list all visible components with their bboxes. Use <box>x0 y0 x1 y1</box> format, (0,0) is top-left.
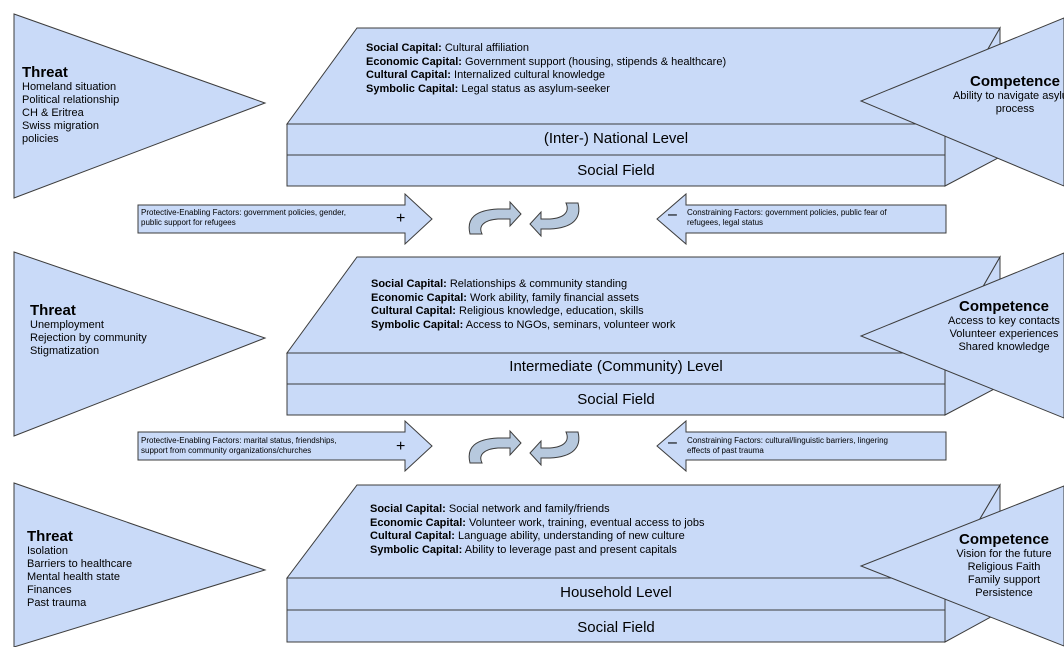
field-label: Social Field <box>577 619 655 636</box>
competence-item: Persistence <box>975 587 1033 599</box>
threat-title: Threat <box>27 528 73 545</box>
constraining-factors-2: Constraining Factors: cultural/linguisti… <box>687 436 888 455</box>
competence-box-1: Competence Ability to navigate asylum pr… <box>915 73 1064 116</box>
threat-item: Stigmatization <box>30 345 100 357</box>
threat-item: Mental health state <box>27 571 120 583</box>
capitals-list-1: Social Capital: Cultural affiliation Eco… <box>366 42 726 96</box>
capital-line: Symbolic Capital: Access to NGOs, semina… <box>371 318 676 331</box>
capital-line: Economic Capital: Work ability, family f… <box>371 291 639 304</box>
capitals-list-3: Social Capital: Social network and famil… <box>370 503 704 557</box>
constraining-arrow-1 <box>656 192 947 246</box>
capital-line: Cultural Capital: Religious knowledge, e… <box>371 305 644 317</box>
competence-item: Shared knowledge <box>958 341 1050 353</box>
threat-item: Rejection by community <box>30 332 147 344</box>
threat-triangle-3 <box>13 482 267 647</box>
capital-line: Economic Capital: Volunteer work, traini… <box>370 516 705 529</box>
competence-item: Religious Faith <box>967 561 1041 573</box>
threat-item: Homeland situation <box>22 81 117 93</box>
cycle-arrows-1 <box>468 200 580 238</box>
competence-item: Ability to navigate asylum <box>952 90 1064 102</box>
capital-line: Symbolic Capital: Legal status as asylum… <box>366 82 610 95</box>
cycle-arrows-2 <box>468 429 580 467</box>
field-label: Social Field <box>577 391 655 408</box>
minus-sign: – <box>668 206 677 223</box>
threat-item: Past trauma <box>27 597 87 609</box>
constraining-arrow-2 <box>656 419 947 473</box>
competence-item: Vision for the future <box>956 548 1052 560</box>
threat-item: policies <box>22 133 59 145</box>
minus-sign: – <box>668 434 677 451</box>
competence-title: Competence <box>969 73 1061 90</box>
constraining-factors-1: Constraining Factors: government policie… <box>687 208 887 227</box>
threat-title: Threat <box>22 64 68 81</box>
competence-item: Volunteer experiences <box>949 328 1059 340</box>
competence-triangle-1 <box>859 17 1064 187</box>
level-label: Household Level <box>560 584 672 601</box>
threat-title: Threat <box>30 302 76 319</box>
capital-line: Social Capital: Cultural affiliation <box>366 42 530 54</box>
competence-title: Competence <box>958 298 1050 315</box>
threat-item: Swiss migration <box>22 120 100 132</box>
threat-triangle-1 <box>13 13 267 199</box>
capitals-list-2: Social Capital: Relationships & communit… <box>371 278 675 332</box>
protective-factors-2: Protective-Enabling Factors: marital sta… <box>141 436 337 455</box>
protective-factors-1: Protective-Enabling Factors: government … <box>141 208 346 227</box>
capital-line: Economic Capital: Government support (ho… <box>366 55 727 68</box>
threat-item: Political relationship <box>22 94 120 106</box>
competence-box-3: Competence Vision for the future Religio… <box>915 531 1064 600</box>
field-label: Social Field <box>577 162 655 179</box>
competence-triangle-2 <box>859 252 1064 419</box>
competence-item: Access to key contacts <box>948 315 1060 327</box>
competence-title: Competence <box>958 531 1050 548</box>
level-label: (Inter-) National Level <box>543 130 689 147</box>
threat-box-1: Threat Homeland situation Political rela… <box>22 64 119 146</box>
threat-item: CH & Eritrea <box>22 107 84 119</box>
threat-box-3: Threat Isolation Barriers to healthcare … <box>27 528 132 610</box>
threat-item: Unemployment <box>30 319 104 331</box>
competence-item: process <box>995 103 1035 115</box>
level-slab-national <box>286 26 1001 187</box>
plus-sign: + <box>396 438 406 455</box>
plus-sign: + <box>396 210 406 227</box>
capital-line: Symbolic Capital: Ability to leverage pa… <box>370 543 677 556</box>
capital-line: Social Capital: Relationships & communit… <box>371 278 628 290</box>
threat-item: Isolation <box>27 545 68 557</box>
competence-triangle-3 <box>859 485 1064 647</box>
threat-box-2: Threat Unemployment Rejection by communi… <box>30 302 147 358</box>
capital-line: Cultural Capital: Internalized cultural … <box>366 69 606 81</box>
competence-box-2: Competence Access to key contacts Volunt… <box>915 298 1064 354</box>
capital-line: Social Capital: Social network and famil… <box>370 503 610 515</box>
capital-line: Cultural Capital: Language ability, unde… <box>370 530 685 542</box>
threat-triangle-2 <box>13 251 267 437</box>
level-label: Intermediate (Community) Level <box>509 358 723 375</box>
threat-item: Finances <box>27 584 72 596</box>
protective-arrow-1 <box>137 192 433 246</box>
protective-arrow-2 <box>137 419 433 473</box>
threat-item: Barriers to healthcare <box>27 558 133 570</box>
competence-item: Family support <box>967 574 1041 586</box>
